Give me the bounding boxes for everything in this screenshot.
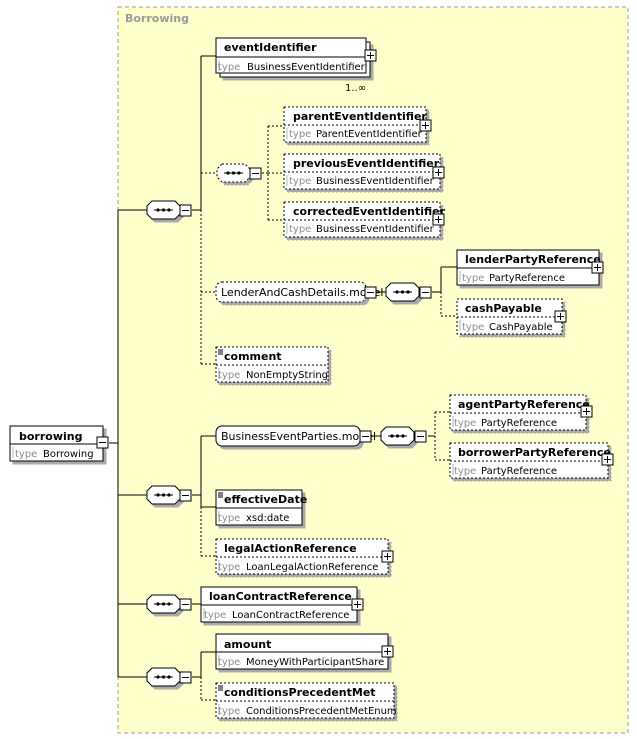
model-business-event-parties[interactable]: BusinessEventParties.model xyxy=(215,425,376,447)
element-amount[interactable]: amount type MoneyWithParticipantShare xyxy=(215,633,394,670)
element-type: BusinessEventIdentifier xyxy=(316,224,435,235)
element-type: NonEmptyString xyxy=(246,370,328,381)
group-title: Borrowing xyxy=(125,12,189,25)
type-label: type xyxy=(289,224,311,235)
element-name: parentEventIdentifier xyxy=(293,110,427,123)
collapse-icon[interactable] xyxy=(179,204,192,217)
element-type: PartyReference xyxy=(489,273,565,284)
collapse-icon[interactable] xyxy=(359,430,372,443)
collapse-icon[interactable] xyxy=(419,286,432,299)
collapse-icon[interactable] xyxy=(364,286,377,299)
expand-icon[interactable] xyxy=(591,261,604,274)
collapse-icon[interactable] xyxy=(414,430,427,443)
collapse-icon[interactable] xyxy=(179,598,192,611)
element-type: CashPayable xyxy=(489,322,553,333)
element-type: ParentEventIdentifier xyxy=(316,129,423,140)
element-type: MoneyWithParticipantShare xyxy=(246,657,384,668)
collapse-icon[interactable] xyxy=(96,436,109,449)
simple-content-icon xyxy=(218,685,223,691)
element-loan-contract-reference[interactable]: loanContractReference type LoanContractR… xyxy=(200,586,364,623)
expand-icon[interactable] xyxy=(364,49,377,62)
connectors xyxy=(109,55,457,701)
element-name: correctedEventIdentifier xyxy=(293,205,446,218)
type-label: type xyxy=(218,62,240,73)
collapse-icon[interactable] xyxy=(249,167,262,180)
simple-content-icon xyxy=(218,349,223,355)
element-name: lenderPartyReference xyxy=(465,253,601,266)
collapse-icon[interactable] xyxy=(179,671,192,684)
type-label: type xyxy=(462,322,484,333)
sequence-compositor-2[interactable] xyxy=(146,485,192,505)
element-lender-party-reference[interactable]: lenderPartyReference type PartyReference xyxy=(456,249,604,286)
type-label: type xyxy=(218,657,240,668)
expand-icon[interactable] xyxy=(554,310,567,323)
sequence-compositor-4[interactable] xyxy=(146,667,192,687)
element-corrected-event-identifier[interactable]: correctedEventIdentifier type BusinessEv… xyxy=(283,201,446,238)
sequence-compositor-parties[interactable] xyxy=(380,426,427,446)
type-label: type xyxy=(289,176,311,187)
sequence-compositor-3[interactable] xyxy=(146,594,192,614)
type-label: type xyxy=(204,610,226,621)
type-label: type xyxy=(218,370,240,381)
element-name: agentPartyReference xyxy=(458,398,590,411)
element-previous-event-identifier[interactable]: previousEventIdentifier type BusinessEve… xyxy=(283,153,445,190)
type-label: type xyxy=(462,273,484,284)
root-type: Borrowing xyxy=(43,449,94,460)
expand-icon[interactable] xyxy=(419,119,432,132)
model-lender-and-cash-details[interactable]: LenderAndCashDetails.model xyxy=(215,281,383,303)
model-name: LenderAndCashDetails.model xyxy=(221,286,383,299)
expand-icon[interactable] xyxy=(381,645,394,658)
simple-content-icon xyxy=(218,492,223,498)
type-label: type xyxy=(289,129,311,140)
element-type: ConditionsPrecedentMetEnum xyxy=(246,706,397,717)
root-name: borrowing xyxy=(19,430,82,443)
model-name: BusinessEventParties.model xyxy=(221,430,376,443)
expand-icon[interactable] xyxy=(580,405,593,418)
element-cash-payable[interactable]: cashPayable type CashPayable xyxy=(456,298,567,335)
element-name: amount xyxy=(224,638,271,651)
element-name: cashPayable xyxy=(465,302,542,315)
element-type: LoanContractReference xyxy=(232,610,349,621)
element-name: borrowerPartyReference xyxy=(458,446,611,459)
element-event-identifier[interactable]: eventIdentifier type BusinessEventIdenti… xyxy=(215,37,377,94)
element-name: loanContractReference xyxy=(209,590,352,603)
element-name: eventIdentifier xyxy=(224,41,317,54)
element-name: comment xyxy=(224,350,282,363)
element-type: BusinessEventIdentifier xyxy=(316,176,435,187)
element-name: conditionsPrecedentMet xyxy=(224,686,376,699)
element-parent-event-identifier[interactable]: parentEventIdentifier type ParentEventId… xyxy=(283,106,432,143)
expand-icon[interactable] xyxy=(381,550,394,563)
element-type: PartyReference xyxy=(481,466,557,477)
root-element-borrowing[interactable]: borrowing type Borrowing xyxy=(9,425,109,462)
element-type: PartyReference xyxy=(481,418,557,429)
element-type: LoanLegalActionReference xyxy=(246,562,378,573)
element-type: BusinessEventIdentifier xyxy=(247,62,366,73)
element-type: xsd:date xyxy=(246,513,289,524)
type-label: type xyxy=(218,562,240,573)
expand-icon[interactable] xyxy=(432,213,445,226)
occurrence-label: 1..∞ xyxy=(345,83,366,94)
type-label: type xyxy=(15,449,37,460)
element-comment[interactable]: comment type NonEmptyString xyxy=(215,346,329,383)
element-effective-date[interactable]: effectiveDate type xsd:date xyxy=(215,489,307,526)
collapse-icon[interactable] xyxy=(179,489,192,502)
element-name: effectiveDate xyxy=(224,493,307,506)
expand-icon[interactable] xyxy=(601,453,614,466)
element-conditions-precedent-met[interactable]: conditionsPrecedentMet type ConditionsPr… xyxy=(215,682,397,719)
expand-icon[interactable] xyxy=(351,598,364,611)
element-borrower-party-reference[interactable]: borrowerPartyReference type PartyReferen… xyxy=(449,442,614,479)
type-label: type xyxy=(218,706,240,717)
element-name: legalActionReference xyxy=(224,542,357,555)
type-label: type xyxy=(454,418,476,429)
choice-compositor[interactable] xyxy=(216,163,262,183)
sequence-compositor-lender[interactable] xyxy=(385,282,432,302)
expand-icon[interactable] xyxy=(432,166,445,179)
element-agent-party-reference[interactable]: agentPartyReference type PartyReference xyxy=(449,394,593,431)
type-label: type xyxy=(454,466,476,477)
element-name: previousEventIdentifier xyxy=(293,157,440,170)
element-legal-action-reference[interactable]: legalActionReference type LoanLegalActio… xyxy=(215,538,394,575)
type-label: type xyxy=(218,513,240,524)
sequence-compositor-1[interactable] xyxy=(146,200,192,220)
